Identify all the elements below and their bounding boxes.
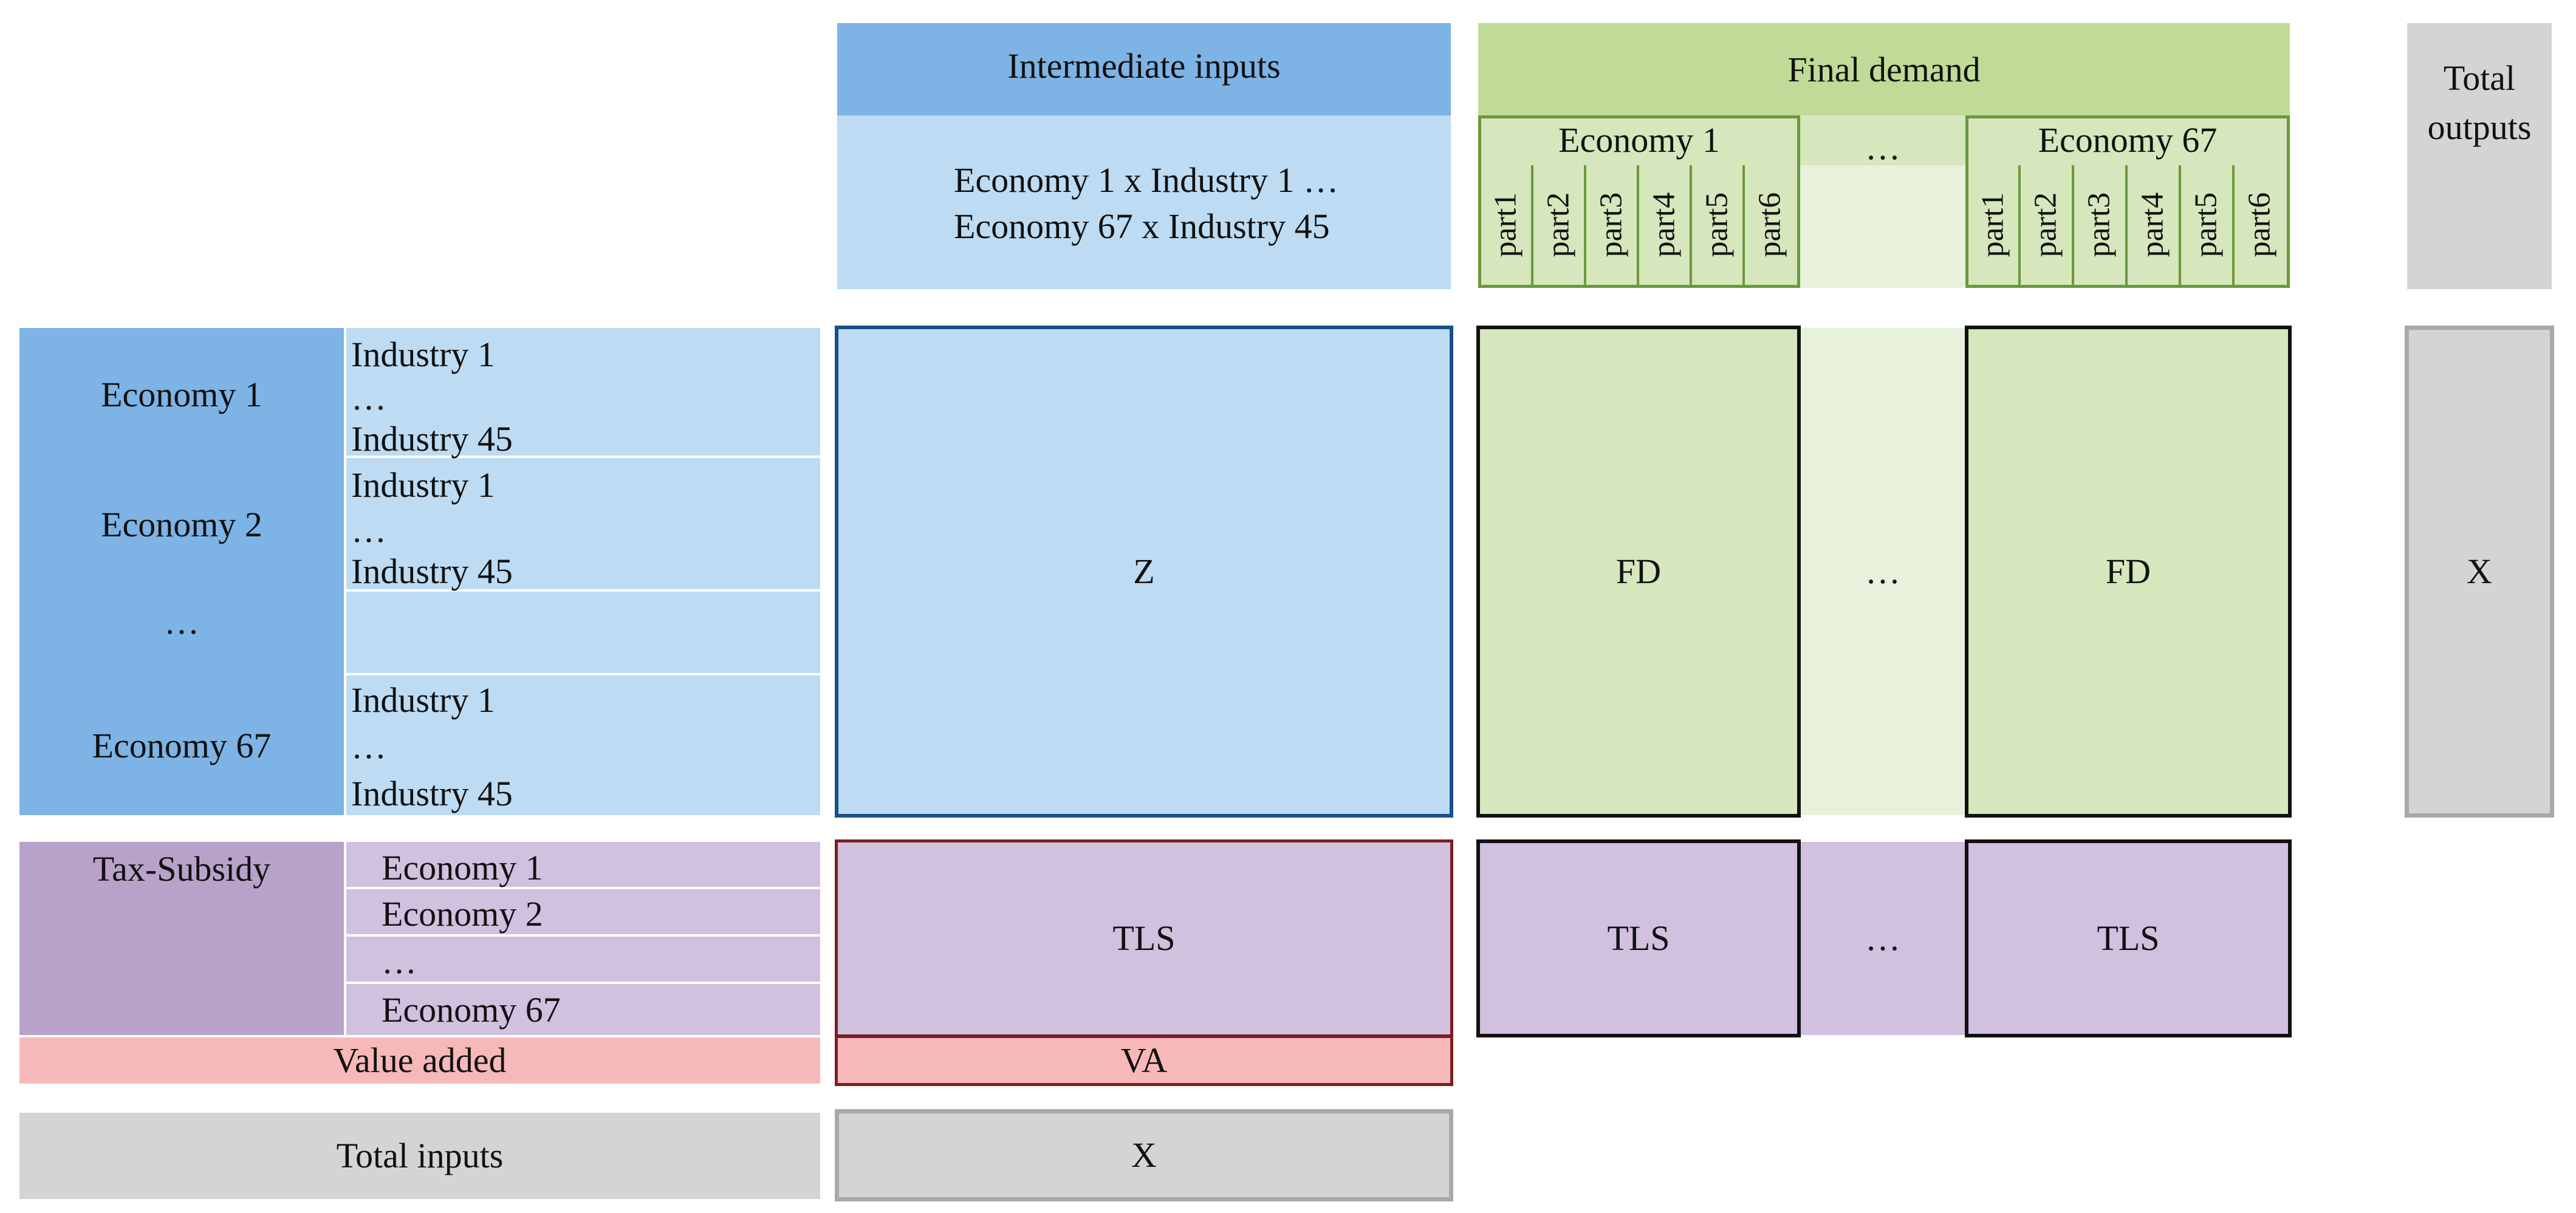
fd-economy-1-label: Economy 1 (1558, 120, 1720, 160)
tls-intermediate-block: TLS (835, 839, 1453, 1037)
tax-subsidy-label: Tax-Subsidy (92, 849, 271, 889)
value-added-label: Value added (19, 1037, 820, 1084)
part-divider (1637, 165, 1639, 288)
tax-economy-row-2 (346, 889, 820, 934)
fd-economy-1-header: Economy 1 (1478, 115, 1800, 165)
economy-label-2: Economy 2 (101, 505, 262, 544)
tls-intermediate-label: TLS (1112, 918, 1176, 958)
intermediate-inputs-subheader: Economy 1 x Industry 1 … Economy 67 x In… (837, 115, 1451, 289)
tax-economy-row-ellipsis (346, 937, 820, 982)
part-divider (2179, 165, 2181, 288)
tax-subsidy-label-block: Tax-Subsidy (19, 842, 344, 1035)
z-label: Z (1133, 551, 1155, 591)
tax-economy-row-1 (346, 842, 820, 887)
fd-label-1: FD (1615, 551, 1662, 591)
x-inputs-label: X (1131, 1135, 1157, 1175)
fd-economy-67-header: Economy 67 (1965, 115, 2290, 165)
industry-1-ellipsis: … (351, 378, 386, 417)
tax-economy-1: Economy 1 (382, 848, 543, 887)
fd-e67-part4: part4 (2135, 192, 2170, 258)
industry-1-1: Industry 1 (351, 335, 495, 374)
part-divider (2072, 165, 2074, 288)
va-block: VA (835, 1035, 1453, 1086)
part-divider (2018, 165, 2021, 288)
industry-group-2 (346, 458, 820, 589)
industry-67-ellipsis: … (351, 726, 386, 766)
fd-e1-part3: part3 (1594, 192, 1628, 258)
tls-fd-label-1: TLS (1607, 918, 1670, 958)
fd-block-economy-67: FD (1965, 326, 2292, 818)
x-outputs-label: X (2467, 551, 2492, 591)
fd-e1-part1: part1 (1488, 192, 1523, 258)
tls-middle-band (1800, 842, 1965, 1035)
tax-economy-2: Economy 2 (382, 894, 543, 934)
industry-67-1: Industry 1 (351, 680, 495, 720)
intermediate-inputs-header: Intermediate inputs (837, 23, 1451, 115)
total-outputs-label: Total outputs (2427, 58, 2532, 148)
fd-e1-part2: part2 (1541, 192, 1575, 258)
tax-economy-67: Economy 67 (382, 990, 561, 1030)
tls-fd-economy-1: TLS (1476, 839, 1801, 1037)
fd-e1-part4: part4 (1646, 192, 1681, 258)
part-divider (1690, 165, 1692, 288)
intermediate-inputs-title: Intermediate inputs (1007, 46, 1281, 86)
intermediate-inputs-line1: Economy 1 x Industry 1 … (954, 160, 1339, 200)
industry-group-67 (346, 675, 820, 815)
fd-e1-part5: part5 (1699, 192, 1734, 258)
total-outputs-header: Total outputs (2407, 23, 2552, 289)
fd-label-67: FD (2105, 551, 2151, 591)
x-outputs-block: X (2405, 326, 2554, 818)
fd-ellipsis-header-label: … (1865, 128, 1900, 167)
industry-group-1 (346, 328, 820, 456)
part-divider (2232, 165, 2235, 288)
part-divider (2125, 165, 2128, 288)
tls-ellipsis-label: … (1865, 918, 1900, 958)
tls-fd-label-67: TLS (2097, 918, 2160, 958)
part-divider (1531, 165, 1533, 288)
fd-ellipsis-header (1800, 115, 1965, 165)
fd-e67-part5: part5 (2188, 192, 2223, 258)
fd-e67-part3: part3 (2081, 192, 2116, 258)
industry-2-ellipsis: … (351, 510, 386, 550)
part-divider (1742, 165, 1745, 288)
z-block: Z (835, 326, 1453, 818)
economy-label-ellipsis: … (164, 602, 199, 641)
part-divider (1584, 165, 1586, 288)
economy-label-1: Economy 1 (101, 375, 262, 414)
intermediate-inputs-line2: Economy 67 x Industry 45 (954, 207, 1330, 246)
fd-middle-band (1800, 328, 1965, 815)
fd-economy-67-label: Economy 67 (2038, 120, 2218, 160)
economy-label-67: Economy 67 (92, 726, 272, 765)
va-label: VA (1120, 1040, 1168, 1080)
industry-67-45: Industry 45 (351, 774, 513, 813)
fd-e67-part1: part1 (1975, 192, 2010, 258)
economy-label-column (19, 328, 344, 815)
final-demand-header: Final demand (1478, 23, 2290, 115)
fd-e67-part6: part6 (2242, 192, 2276, 258)
fd-e67-part2: part2 (2028, 192, 2063, 258)
industry-2-1: Industry 1 (351, 465, 495, 505)
final-demand-title: Final demand (1787, 50, 1981, 89)
industry-2-45: Industry 45 (351, 552, 513, 591)
total-inputs-label: Total inputs (19, 1113, 820, 1199)
fd-ellipsis-label: … (1865, 552, 1900, 591)
fd-e1-part6: part6 (1752, 192, 1787, 258)
industry-1-45: Industry 45 (351, 419, 513, 459)
tax-economy-ellipsis: … (382, 941, 417, 981)
x-inputs-block: X (835, 1109, 1453, 1201)
fd-block-economy-1: FD (1476, 326, 1801, 818)
tls-fd-economy-67: TLS (1965, 839, 2292, 1037)
industry-group-ellipsis (346, 592, 820, 673)
tax-economy-row-67 (346, 984, 820, 1035)
